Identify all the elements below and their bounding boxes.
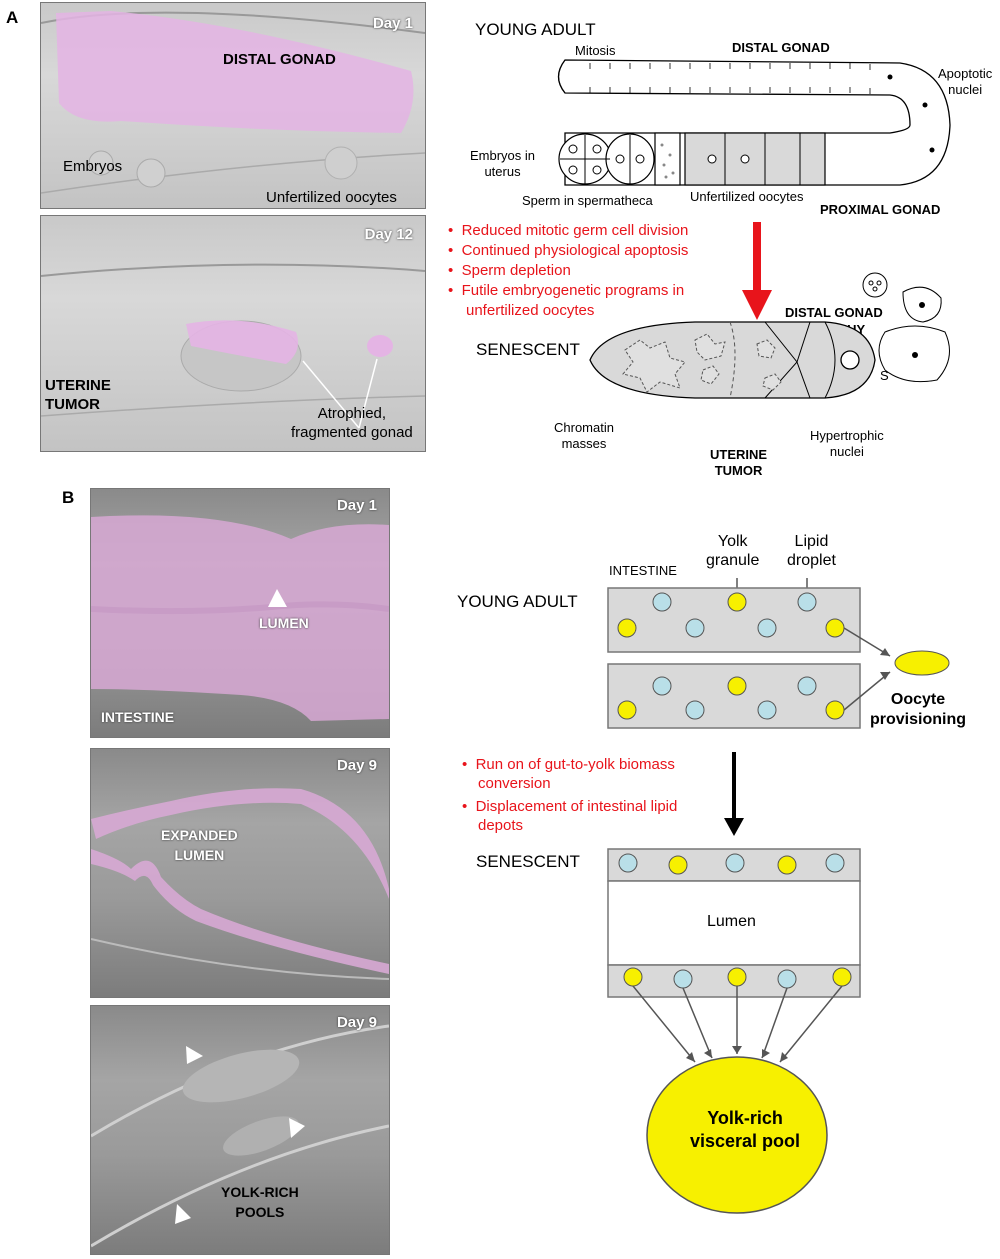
- senescent-a-title: SENESCENT: [476, 340, 580, 359]
- day-label: Day 12: [364, 226, 413, 243]
- expanded-lumen-outline: [91, 788, 389, 899]
- young-adult-intestine-diagram: [607, 578, 950, 729]
- distal-gonad-diagram-label: DISTAL GONAD: [732, 40, 830, 55]
- micrograph-day1-gonad: Day 1 DISTAL GONAD Embryos Unfertilized …: [40, 2, 426, 209]
- young-adult-b-title: YOUNG ADULT: [457, 592, 578, 611]
- young-adult-title: YOUNG ADULT: [475, 20, 596, 39]
- intestine-label: INTESTINE: [101, 709, 175, 725]
- tumor-overlay: [186, 320, 299, 364]
- lumen-label: LUMEN: [259, 615, 309, 631]
- proximal-gonad-label: PROXIMAL GONAD: [820, 202, 941, 217]
- s-label: S: [880, 368, 889, 383]
- red-down-arrow: [742, 222, 772, 320]
- intestine-diagram-label: INTESTINE: [609, 563, 677, 578]
- micrograph-day1-intestine: Day 1 LUMEN INTESTINE: [90, 488, 390, 738]
- panel-a-letter: A: [6, 8, 19, 27]
- day-label: Day 1: [336, 497, 377, 514]
- lumen-diagram-label: Lumen: [707, 913, 756, 930]
- distal-gonad-overlay: [56, 11, 414, 133]
- mitosis-label: Mitosis: [575, 43, 616, 58]
- day-label: Day 9: [336, 757, 377, 774]
- panel-b-letter: B: [62, 488, 75, 507]
- unfertilized-label: Unfertilized oocytes: [266, 189, 397, 206]
- senescent-b-title: SENESCENT: [476, 852, 580, 871]
- young-adult-gonad-diagram: [557, 59, 951, 186]
- unfertilized-diagram-label: Unfertilized oocytes: [690, 189, 804, 204]
- day-label: Day 9: [336, 1014, 377, 1031]
- black-down-arrow: [724, 752, 744, 836]
- distal-gonad-label: DISTAL GONAD: [223, 51, 336, 68]
- intestine-overlay: [91, 515, 389, 721]
- day-label: Day 1: [372, 15, 413, 32]
- visceral-pool-diagram: [632, 985, 843, 1214]
- embryos-label: Embryos: [63, 158, 123, 175]
- fragment-overlay: [367, 335, 393, 357]
- sperm-label: Sperm in spermatheca: [522, 193, 653, 208]
- senescent-gonad-diagram: [589, 272, 950, 399]
- senescent-intestine-diagram: [607, 848, 861, 998]
- atrophied-label: Atrophied,fragmented gonad: [291, 405, 413, 441]
